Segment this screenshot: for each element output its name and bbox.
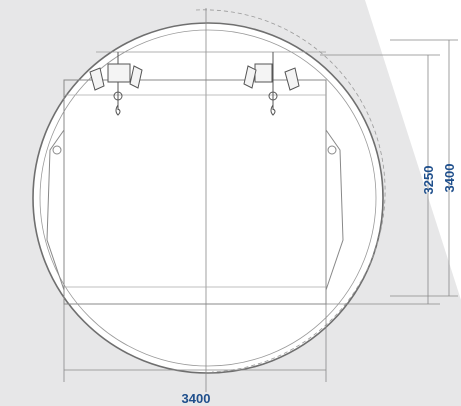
inner-height-dimension [320,54,440,305]
right-crane [243,52,300,116]
outer-height-dimension [390,39,458,297]
left-crane [89,52,143,116]
left-side-profile [46,129,65,291]
offset-circle-dashed [195,9,386,373]
vehicle-body [63,79,327,305]
width-dimension-label: 3400 [182,391,211,406]
outer-height-label: 3400 [442,164,457,193]
right-door-marker [327,145,337,155]
diagonal-band [365,0,461,300]
width-dimension [63,304,327,382]
tunnel-inner-circle [39,29,377,367]
inner-height-label: 3250 [421,166,436,195]
right-side-profile [325,129,344,291]
tunnel-outer-circle [32,22,384,374]
left-door-marker [52,145,62,155]
